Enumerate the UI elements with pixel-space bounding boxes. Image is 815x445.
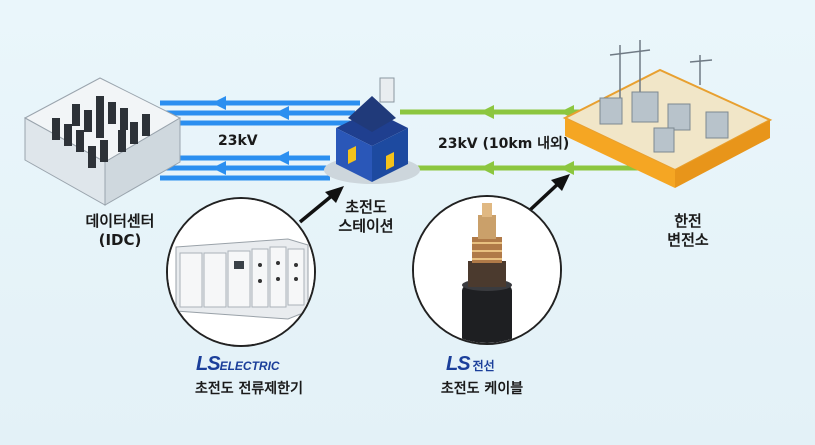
substation-illustration — [562, 40, 773, 188]
superconducting-cable-image — [412, 195, 562, 345]
ls-cable-mark: LS — [446, 353, 471, 375]
ls-electric-text: ELECTRIC — [219, 359, 280, 373]
station-label-line1: 초전도 — [345, 198, 387, 216]
blue-arrow-1 — [212, 96, 226, 110]
cable-cross-section-icon — [414, 197, 560, 343]
pointer-arrow-left — [298, 192, 336, 224]
cable-label: 초전도 케이블 — [440, 381, 524, 397]
pointer-arrows — [298, 174, 570, 224]
switchgear-cabinet-icon — [168, 199, 314, 345]
substation-label-line2: 변전소 — [667, 230, 709, 249]
idc-label-line1: 데이터센터 — [85, 212, 155, 230]
blue-arrow-4 — [275, 151, 289, 165]
pointer-arrow-right — [528, 180, 562, 212]
blue-arrow-3 — [212, 161, 226, 175]
ls-electric-mark: LS — [196, 353, 221, 375]
ls-electric-logo: LSELECTRIC — [196, 353, 336, 375]
idc-label-line2: (IDC) — [98, 230, 142, 249]
ls-cable-text: 전선 — [472, 359, 495, 373]
idc-label: 데이터센터 (IDC) — [60, 212, 180, 250]
left-voltage-label: 23kV — [218, 133, 258, 149]
data-center-illustration — [23, 77, 182, 206]
current-limiter-label: 초전도 전류제한기 — [195, 381, 303, 397]
right-voltage-label: 23kV (10km 내외) — [438, 136, 570, 152]
green-arrow-1 — [480, 105, 494, 119]
blue-arrow-2 — [275, 106, 289, 120]
green-arrow-3 — [480, 161, 494, 175]
substation-label-line1: 한전 — [674, 212, 702, 230]
blue-arrowheads — [212, 96, 289, 175]
station-label: 초전도 스테이션 — [316, 198, 416, 236]
superconducting-station-illustration — [324, 77, 420, 184]
station-label-line2: 스테이션 — [338, 216, 394, 235]
blue-lines — [160, 100, 360, 181]
substation-label: 한전 변전소 — [628, 212, 748, 250]
current-limiter-image — [166, 197, 316, 347]
green-arrow-4 — [560, 161, 574, 175]
